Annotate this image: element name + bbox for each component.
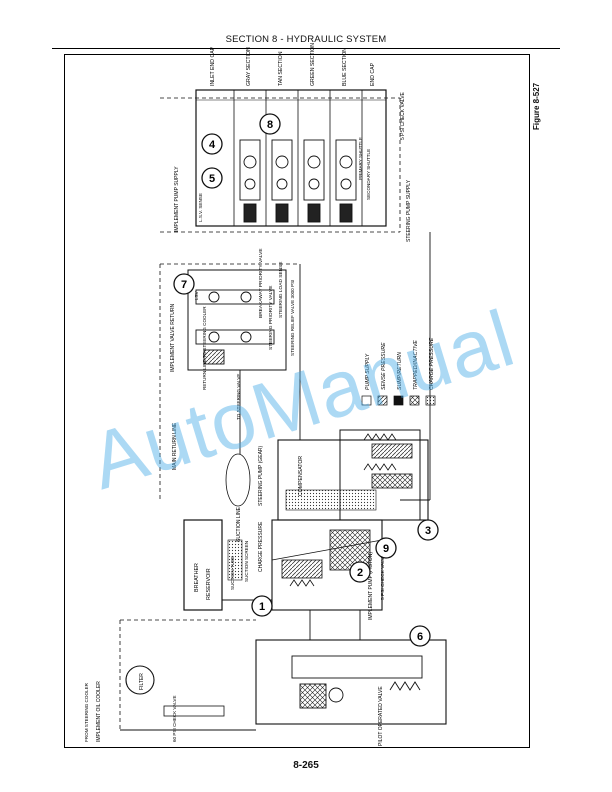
legend-swatch [377,395,388,406]
callout-9: 9 [375,537,397,559]
label-steering-pump-supply: STEERING PUMP SUPPLY [406,179,412,242]
legend-swatch [361,395,372,406]
callout-1: 1 [251,595,273,617]
label-from-steering-cooler: FROM STEERING COOLER [84,682,89,742]
callouts: 1 2 3 4 5 6 7 8 9 [173,113,439,647]
label-60psi-check-valve: 60 PSI CHECK VALVE [172,695,177,742]
legend: PUMP SUPPLY SENSE PRESSURE SUMP/RETURN TRAP… [361,337,436,406]
legend-label: CHARGE PRESSURE [429,337,435,390]
section-header: SECTION 8 - HYDRAULIC SYSTEM [225,34,387,45]
hydraulic-lines [120,232,431,731]
label-implement-pump-piston: IMPLEMENT PUMP (PISTON) [368,552,374,620]
label-lsv-sense: L.S.V. SENSE [198,193,203,222]
label-blue-section: BLUE SECTION [342,48,348,86]
callout-number: 9 [383,543,389,555]
legend-item: CHARGE PRESSURE [425,337,436,406]
priority-valve-assembly: BREAKAWAY PRIORITY VALVE STEERING PRIORI… [159,248,300,500]
callout-3: 3 [417,519,439,541]
legend-item: TRAPPED/INACTIVE [409,340,420,406]
callout-number: 1 [259,601,265,613]
legend-label: PUMP SUPPLY [365,353,371,390]
callout-number: 6 [417,631,423,643]
legend-swatch [425,395,436,406]
label-steering-relief-valve: STEERING RELIEF VALVE 3000 PSI [290,280,295,356]
label-main-return-line: MAIN RETURN LINE [172,422,178,470]
label-pilot-operated-valve: PILOT OPERATED VALVE [378,686,384,746]
label-steering-pump-gear: STEERING PUMP (GEAR) [258,445,264,506]
legend-label: TRAPPED/INACTIVE [413,340,419,390]
label-compensator: COMPENSATOR [298,456,304,496]
implement-control-valve-stack: INLET END CAP GRAY SECTION TAN SECTION G… [160,43,412,242]
page-number: 8-265 [293,760,319,771]
filter-and-cooler: FILTER 60 PSI CHECK VALVE IMPLEMENT OIL … [84,619,256,742]
legend-item: SUMP/RETURN [393,352,404,406]
callout-6: 6 [409,625,431,647]
callout-number: 7 [181,279,187,291]
label-implement-oil-cooler: IMPLEMENT OIL COOLER [96,681,102,742]
label-steering-load-sense: STEERING LOAD SENSE [278,261,284,318]
label-steering-priority-valve: STEERING PRIORITY VALVE [268,285,274,350]
reservoir: BREATHER RESERVOIR SUCTION TUBE SUCTION … [183,519,249,611]
label-inlet-end-cap: INLET END CAP [210,46,216,86]
label-filter: FILTER [139,673,145,690]
pilot-operated-valve: PILOT OPERATED VALVE [255,639,447,746]
figure-frame [64,54,530,748]
callout-7: 7 [173,273,195,295]
label-implement-pump-supply: IMPLEMENT PUMP SUPPLY [174,166,180,232]
callout-5: 5 [201,167,223,189]
pump-assembly: COMPENSATOR STEERING PUMP (GEAR) CHARGE … [225,429,429,572]
legend-label: SENSE PRESSURE [381,342,387,390]
callout-number: 4 [209,139,216,151]
label-suction-screen: SUCTION SCREEN [244,541,249,582]
label-secondary-shuttle: SECONDARY SHUTTLE [366,149,371,200]
label-gray-section: GRAY SECTION [246,47,252,86]
header-rule [52,48,560,49]
callout-number: 5 [209,173,215,185]
callout-number: 2 [357,567,363,579]
callout-number: 8 [267,119,273,131]
label-implement-valve-return: IMPLEMENT VALVE RETURN [170,304,176,372]
label-suction-tube: SUCTION TUBE [230,556,235,590]
legend-item: PUMP SUPPLY [361,353,372,406]
label-5psi-check-valve-top: 5 PSI CHECK VALVE [400,91,406,140]
callout-number: 3 [425,525,431,537]
label-return-line-to-steering: RETURN LINE TO STEERING COOLER [202,306,207,390]
valve-section-lines [196,90,386,227]
callout-8: 8 [259,113,281,135]
label-5psi-check-valve-pump: 5 PSI CHECK VALVE [380,554,386,600]
label-charge-pressure: CHARGE PRESSURE [258,521,264,572]
label-tan-section: TAN SECTION [278,51,284,86]
label-end-cap: END CAP [370,62,376,86]
label-reservoir: RESERVOIR [206,568,212,600]
label-breather: BREATHER [194,563,200,592]
legend-swatch [393,395,404,406]
label-primary-shuttle: PRIMARY SHUTTLE [358,137,363,180]
label-lsv: LSV [194,290,199,300]
label-to-steering-valve: TO STEERING VALVE [236,374,241,420]
legend-item: SENSE PRESSURE [377,342,388,406]
valve-supply-lines [160,97,401,233]
label-green-section: GREEN SECTION [310,43,316,86]
label-breakaway-priority-valve: BREAKAWAY PRIORITY VALVE [258,248,264,318]
legend-label: SUMP/RETURN [397,352,403,390]
label-suction-line: SUCTION LINE [236,506,242,542]
valve-spools [239,139,357,223]
legend-swatch [409,395,420,406]
callout-2: 2 [349,561,371,583]
callout-4: 4 [201,133,223,155]
implement-pump-piston: IMPLEMENT PUMP (PISTON) 5 PSI CHECK VALV… [271,519,386,620]
